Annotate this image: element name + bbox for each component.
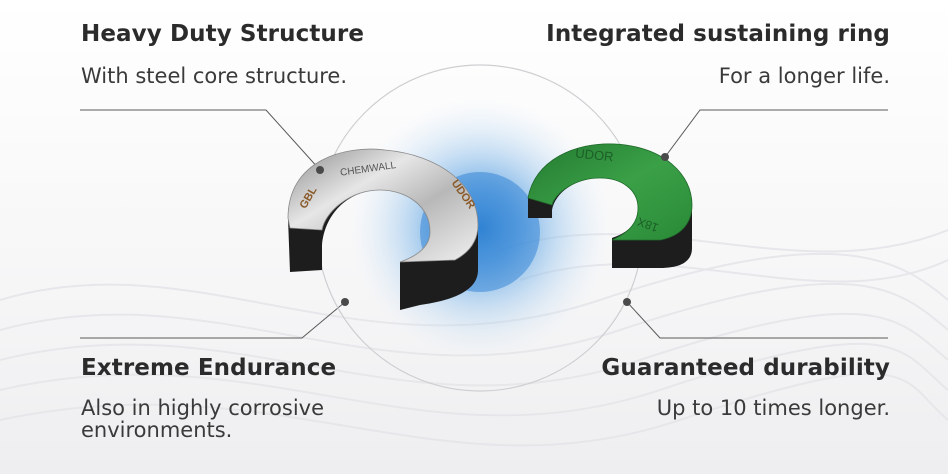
feature-description: Up to 10 times longer. <box>656 396 890 420</box>
green-seal: UDOR 18X <box>527 143 693 306</box>
feature-title: Extreme Endurance <box>81 355 337 381</box>
leader-lines <box>80 109 888 339</box>
feature-description: With steel core structure. <box>81 64 348 88</box>
feature-title: Heavy Duty Structure <box>81 21 365 47</box>
feature-heavy-duty: Heavy Duty Structure With steel core str… <box>81 21 364 87</box>
feature-extreme-endurance: Extreme Endurance Also in highly corrosi… <box>81 355 411 441</box>
feature-title: Integrated sustaining ring <box>546 21 890 47</box>
feature-guaranteed-durability: Guaranteed durability Up to 10 times lon… <box>601 355 890 419</box>
green-text-udor: UDOR <box>575 145 615 164</box>
green-text-18x: 18X <box>635 214 660 234</box>
feature-sustaining-ring: Integrated sustaining ring For a longer … <box>546 21 890 87</box>
feature-description: For a longer life. <box>718 64 890 88</box>
feature-description: Also in highly corrosive environments. <box>81 396 325 442</box>
feature-title: Guaranteed durability <box>601 355 890 381</box>
